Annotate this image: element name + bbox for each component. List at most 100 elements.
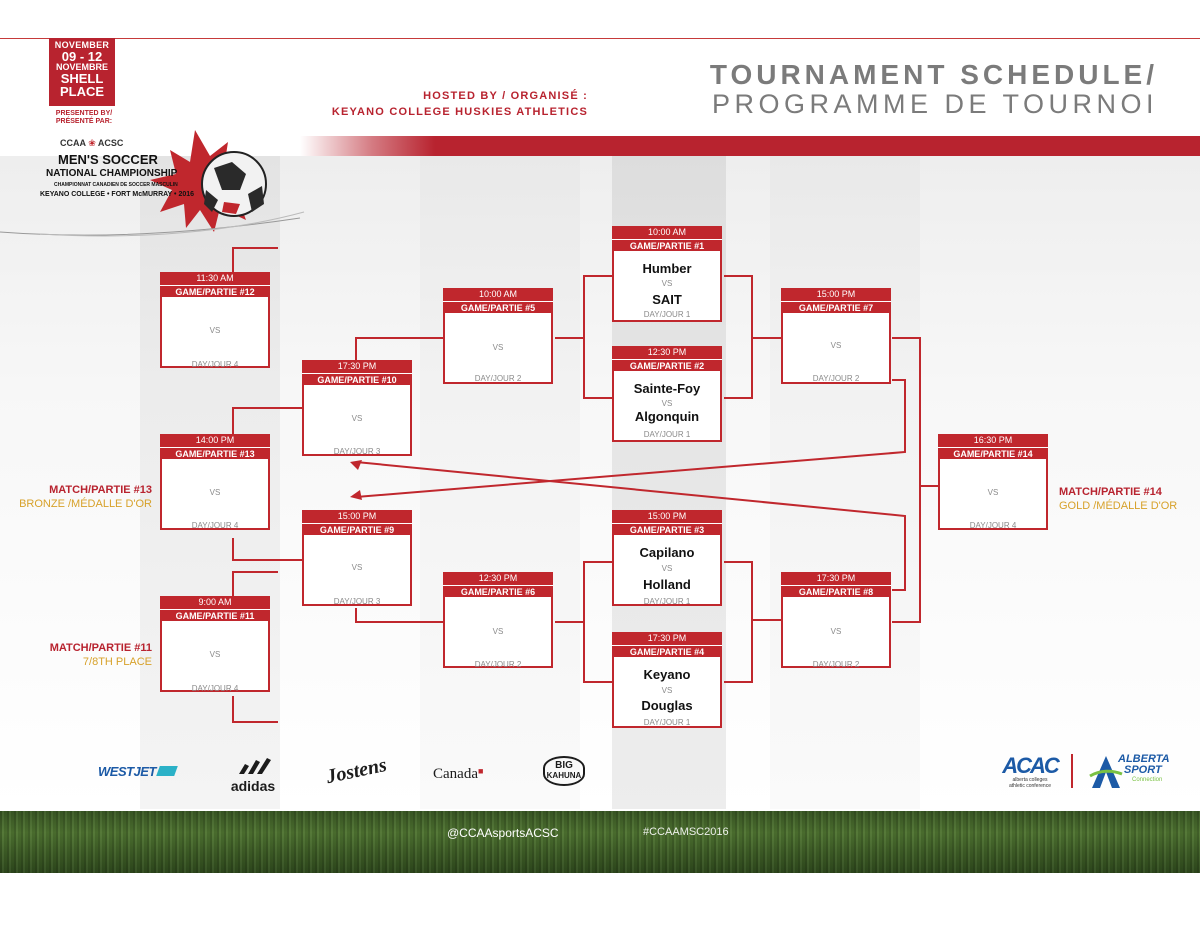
- game-box-12[interactable]: 11:30 AM GAME/PARTIE #12 VS DAY/JOUR 4: [160, 272, 270, 369]
- game-box-3[interactable]: 15:00 PM GAME/PARTIE #3 Capilano VS Holl…: [612, 510, 722, 606]
- game-time: 15:00 PM: [781, 288, 891, 301]
- game-day: DAY/JOUR 2: [812, 660, 860, 669]
- match-14-subtitle: GOLD /MÉDALLE D'OR: [1059, 500, 1178, 512]
- connector-g11-top: [232, 571, 278, 596]
- acac-sub-2: athletic conference: [1009, 783, 1051, 789]
- game-box-14[interactable]: 16:30 PM GAME/PARTIE #14 VS DAY/JOUR 4: [938, 434, 1048, 530]
- game-box-7[interactable]: 15:00 PM GAME/PARTIE #7 VS DAY/JOUR 2: [781, 288, 891, 384]
- match-11-title: MATCH/PARTIE #11: [49, 642, 152, 654]
- game-box-5[interactable]: 10:00 AM GAME/PARTIE #5 VS DAY/JOUR 2: [443, 288, 553, 384]
- game-day: DAY/JOUR 1: [643, 310, 691, 319]
- championship-logo: CCAA ❀ ACSC MEN'S SOCCER NATIONAL CHAMPI…: [0, 128, 310, 238]
- team-away: Holland: [643, 577, 691, 592]
- big-kahuna-text-2: KAHUNA: [546, 771, 582, 780]
- vs-label: VS: [492, 343, 504, 352]
- game-time: 16:30 PM: [938, 434, 1048, 447]
- game-box-13[interactable]: 14:00 PM GAME/PARTIE #13 VS DAY/JOUR 4: [160, 434, 270, 530]
- vs-label: VS: [987, 488, 999, 497]
- connector-g5-to-g10: [355, 337, 444, 360]
- big-kahuna-text-1: BIG: [555, 760, 573, 771]
- arrow-to-g10: [350, 460, 362, 470]
- game-label: GAME/PARTIE #5: [443, 301, 553, 313]
- game-time: 10:00 AM: [612, 226, 722, 239]
- game-box-4[interactable]: 17:30 PM GAME/PARTIE #4 Keyano VS Dougla…: [612, 632, 722, 728]
- arrow-to-g9: [350, 490, 362, 500]
- team-away: Algonquin: [634, 409, 700, 424]
- vs-label: VS: [661, 564, 673, 573]
- team-home: Keyano: [643, 667, 691, 682]
- game-time: 15:00 PM: [302, 510, 412, 523]
- game-time: 12:30 PM: [612, 346, 722, 359]
- game-time: 17:30 PM: [781, 572, 891, 585]
- alberta-sport-text-1: ALBERTA: [1118, 753, 1170, 765]
- game-label: GAME/PARTIE #1: [612, 239, 722, 251]
- game-time: 17:30 PM: [302, 360, 412, 373]
- page-title-en: TOURNAMENT SCHEDULE/: [709, 59, 1158, 90]
- game-label: GAME/PARTIE #11: [160, 609, 270, 621]
- presented-by: PRESENTED BY/ PRÉSENTÉ PAR:: [52, 110, 116, 126]
- match-13-label: MATCH/PARTIE #13 BRONZE /MÉDALLE D'OR: [2, 483, 152, 511]
- alberta-sport-logo: ALBERTA SPORT Connection: [1088, 752, 1180, 792]
- connector-g9-to-g13: [232, 538, 302, 561]
- match-11-label: MATCH/PARTIE #11 7/8TH PLACE: [2, 641, 152, 669]
- game-box-1[interactable]: 10:00 AM GAME/PARTIE #1 Humber VS SAIT D…: [612, 226, 722, 322]
- hosted-by: HOSTED BY / ORGANISÉ : KEYANO COLLEGE HU…: [300, 88, 588, 120]
- game-box-9[interactable]: 15:00 PM GAME/PARTIE #9 VS DAY/JOUR 3: [302, 510, 412, 606]
- game-box-10[interactable]: 17:30 PM GAME/PARTIE #10 VS DAY/JOUR 3: [302, 360, 412, 456]
- cross-line-g8-to-g10: [355, 461, 906, 591]
- adidas-logo: adidas: [228, 758, 278, 793]
- team-home: Sainte-Foy: [633, 381, 701, 396]
- canada-wordmark: Canada■: [433, 766, 483, 783]
- date-line-month-en: NOVEMBER: [54, 40, 110, 50]
- ccaa-acsc-mark: CCAA ❀ ACSC: [60, 138, 170, 149]
- logo-subtitle: NATIONAL CHAMPIONSHIP: [46, 168, 178, 179]
- presented-by-en: PRESENTED BY/: [55, 110, 113, 117]
- game-day: DAY/JOUR 3: [333, 447, 381, 456]
- vs-label: VS: [661, 399, 673, 408]
- game-label: GAME/PARTIE #12: [160, 285, 270, 297]
- game-day: DAY/JOUR 1: [643, 430, 691, 439]
- hosted-by-label: HOSTED BY / ORGANISÉ :: [423, 90, 588, 102]
- vs-label: VS: [492, 627, 504, 636]
- team-away: Douglas: [641, 698, 693, 713]
- game-time: 17:30 PM: [612, 632, 722, 645]
- canada-text: Canada: [433, 766, 478, 782]
- alberta-sport-text-2: SPORT: [1124, 764, 1162, 776]
- venue-line-2: PLACE: [59, 84, 105, 99]
- game-day: DAY/JOUR 2: [812, 374, 860, 383]
- acac-text: ACAC: [1002, 753, 1060, 778]
- westjet-text: WESTJET: [98, 764, 156, 779]
- game-label: GAME/PARTIE #3: [612, 523, 722, 535]
- vs-label: VS: [209, 488, 221, 497]
- logo-title: MEN'S SOCCER: [58, 152, 158, 167]
- game-day: DAY/JOUR 4: [191, 521, 239, 530]
- date-line-month-fr: NOVEMBRE: [55, 62, 108, 72]
- game-time: 15:00 PM: [612, 510, 722, 523]
- game-label: GAME/PARTIE #4: [612, 645, 722, 657]
- game-box-8[interactable]: 17:30 PM GAME/PARTIE #8 VS DAY/JOUR 2: [781, 572, 891, 669]
- logo-host-line: KEYANO COLLEGE • FORT McMURRAY • 2016: [40, 191, 195, 198]
- logo-french: CHAMPIONNAT CANADIEN DE SOCCER MASCULIN: [54, 182, 178, 188]
- vs-label: VS: [351, 563, 363, 572]
- connector-g6-to-g9: [355, 608, 444, 623]
- venue-line-1: SHELL: [60, 71, 104, 86]
- vs-label: VS: [661, 686, 673, 695]
- game-time: 10:00 AM: [443, 288, 553, 301]
- match-14-title: MATCH/PARTIE #14: [1059, 486, 1162, 498]
- canada-flag-icon: ■: [477, 766, 484, 776]
- maple-leaf-soccer-ball-icon: [0, 130, 305, 237]
- game-box-6[interactable]: 12:30 PM GAME/PARTIE #6 VS DAY/JOUR 2: [443, 572, 553, 669]
- connector-g1-g2-losers: [724, 275, 753, 399]
- game-label: GAME/PARTIE #6: [443, 585, 553, 597]
- game-label: GAME/PARTIE #13: [160, 447, 270, 459]
- game-box-11[interactable]: 9:00 AM GAME/PARTIE #11 VS DAY/JOUR 4: [160, 596, 270, 693]
- game-day: DAY/JOUR 4: [191, 684, 239, 693]
- event-hashtag[interactable]: #CCAAMSC2016: [643, 826, 729, 838]
- game-day: DAY/JOUR 3: [333, 597, 381, 606]
- sponsor-divider: [1071, 754, 1073, 788]
- game-label: GAME/PARTIE #8: [781, 585, 891, 597]
- team-home: Capilano: [639, 545, 695, 560]
- twitter-handle[interactable]: @CCAAsportsACSC: [447, 826, 559, 840]
- grass-footer: [0, 811, 1200, 873]
- game-box-2[interactable]: 12:30 PM GAME/PARTIE #2 Sainte-Foy VS Al…: [612, 346, 722, 442]
